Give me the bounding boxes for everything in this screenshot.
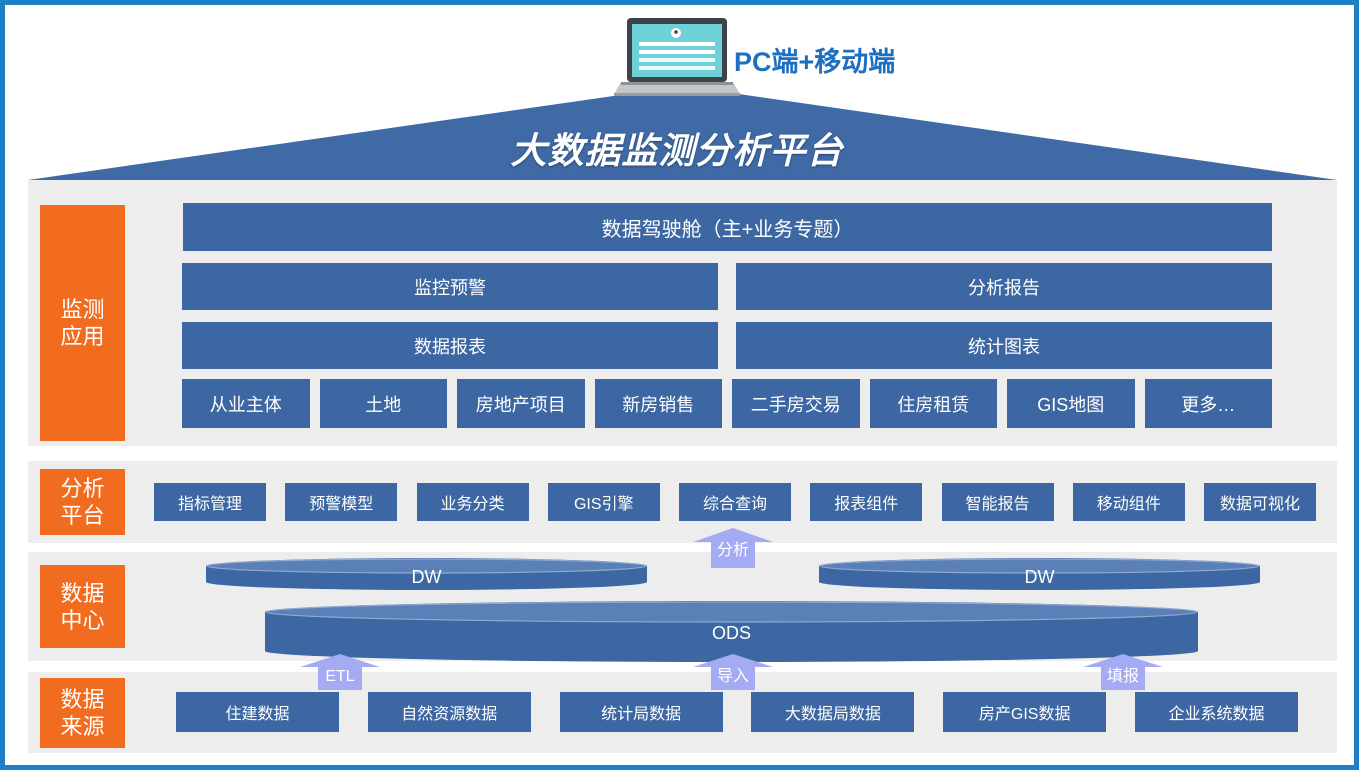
module-monitor-warning: 监控预警 bbox=[182, 263, 718, 310]
source-natural-resources: 自然资源数据 bbox=[367, 692, 531, 732]
topic-row: 从业主体 土地 房地产项目 新房销售 二手房交易 住房租赁 GIS地图 更多… bbox=[182, 379, 1272, 428]
cockpit-box: 数据驾驶舱（主+业务专题） bbox=[183, 203, 1272, 251]
layer-label-line: 应用 bbox=[60, 324, 105, 349]
layer-label-data-center: 数据 中心 bbox=[40, 565, 125, 648]
module-row-b: 数据报表 统计图表 bbox=[182, 322, 1272, 369]
component-gis-engine: GIS引擎 bbox=[547, 483, 660, 521]
component-mobile-widget: 移动组件 bbox=[1072, 483, 1185, 521]
topic-more: 更多… bbox=[1144, 379, 1272, 428]
fill-report-arrow: 填报 bbox=[1083, 654, 1163, 690]
topic-new-house-sales: 新房销售 bbox=[594, 379, 722, 428]
dw-cylinder-left: DW bbox=[206, 558, 647, 590]
arrow-label: 填报 bbox=[1106, 668, 1139, 685]
arrow-label: 导入 bbox=[716, 668, 749, 685]
source-enterprise-system: 企业系统数据 bbox=[1134, 692, 1298, 732]
component-smart-report: 智能报告 bbox=[941, 483, 1054, 521]
source-housing-construction: 住建数据 bbox=[176, 692, 339, 732]
device-label: PC端+移动端 bbox=[734, 47, 896, 77]
layer-label-monitor-app: 监测 应用 bbox=[40, 205, 125, 441]
ods-label: ODS bbox=[711, 623, 751, 643]
component-warning-model: 预警模型 bbox=[285, 483, 398, 521]
layer-label-line: 来源 bbox=[60, 714, 105, 739]
topic-housing-rental: 住房租赁 bbox=[869, 379, 997, 428]
dw-label: DW bbox=[411, 567, 442, 587]
arrow-label: 分析 bbox=[716, 542, 749, 559]
source-big-data-bureau: 大数据局数据 bbox=[751, 692, 915, 732]
component-business-classification: 业务分类 bbox=[416, 483, 529, 521]
platform-title: 大数据监测分析平台 bbox=[510, 130, 844, 171]
component-data-visualization: 数据可视化 bbox=[1204, 483, 1316, 521]
topic-practitioner: 从业主体 bbox=[182, 379, 310, 428]
module-analysis-report: 分析报告 bbox=[736, 263, 1272, 310]
source-statistics-bureau: 统计局数据 bbox=[559, 692, 723, 732]
dw-label: DW bbox=[1024, 567, 1055, 587]
ods-cylinder: ODS bbox=[265, 601, 1198, 662]
layer-label-line: 监测 bbox=[60, 297, 105, 322]
module-data-report: 数据报表 bbox=[182, 322, 718, 369]
dw-cylinder-right: DW bbox=[819, 558, 1260, 590]
module-statistical-chart: 统计图表 bbox=[736, 322, 1272, 369]
module-row-a: 监控预警 分析报告 bbox=[182, 263, 1272, 310]
analyze-arrow: 分析 bbox=[693, 528, 773, 568]
source-row: 住建数据 自然资源数据 统计局数据 大数据局数据 房产GIS数据 企业系统数据 bbox=[176, 692, 1298, 732]
topic-second-hand-trade: 二手房交易 bbox=[732, 379, 860, 428]
component-indicator-management: 指标管理 bbox=[154, 483, 266, 521]
topic-land: 土地 bbox=[319, 379, 447, 428]
arrow-label: ETL bbox=[325, 668, 355, 685]
import-arrow: 导入 bbox=[693, 654, 773, 690]
component-report-widget: 报表组件 bbox=[810, 483, 923, 521]
platform-roof bbox=[28, 86, 1337, 180]
component-row: 指标管理 预警模型 业务分类 GIS引擎 综合查询 报表组件 智能报告 移动组件… bbox=[154, 483, 1316, 521]
topic-real-estate-project: 房地产项目 bbox=[457, 379, 585, 428]
etl-arrow: ETL bbox=[300, 654, 380, 690]
component-integrated-query: 综合查询 bbox=[679, 483, 791, 521]
layer-label-data-source: 数据 来源 bbox=[40, 678, 125, 748]
layer-label-line: 数据 bbox=[60, 580, 105, 606]
layer-label-line: 分析 bbox=[60, 476, 105, 501]
layer-label-line: 数据 bbox=[60, 687, 105, 712]
layer-label-analysis-platform: 分析 平台 bbox=[40, 469, 125, 535]
source-real-estate-gis: 房产GIS数据 bbox=[943, 692, 1107, 732]
laptop-icon bbox=[614, 18, 740, 96]
layer-label-line: 中心 bbox=[60, 607, 105, 633]
topic-gis-map: GIS地图 bbox=[1007, 379, 1135, 428]
layer-label-line: 平台 bbox=[60, 503, 105, 528]
